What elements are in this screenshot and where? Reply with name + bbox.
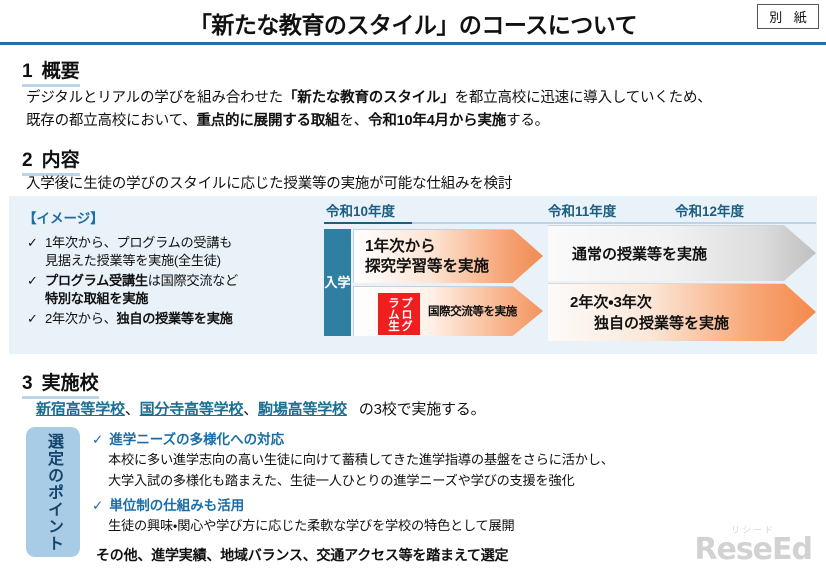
selection-points-label: 選定のポイント	[45, 432, 62, 552]
point-1-title: 進学ニーズの多様化への対応	[109, 432, 285, 447]
s1-l2-d: 令和10年4月から実施	[368, 113, 507, 129]
check-item-line1: は国際交流など	[147, 273, 239, 288]
timeline-axis	[324, 222, 816, 224]
s1-l2-b: 重点的に展開する取組	[196, 113, 340, 129]
check-icon: ✓	[27, 235, 38, 250]
section-3-schools-line: 新宿高等学校、国分寺高等学校、駒場高等学校の3校で実施する。	[36, 398, 486, 419]
check-item-line1: 2年次から、	[45, 311, 117, 326]
section-2-heading: 2 内容	[22, 145, 80, 176]
arrow-exchange-label: 国際交流等を実施	[428, 306, 517, 318]
arrow-year1-inquiry: 1年次から 探究学習等を実施	[353, 229, 543, 283]
arrow-original-line1: 2年次・3年次	[570, 293, 652, 311]
point-2-title: 単位制の仕組みも活用	[109, 498, 245, 513]
s1-l2-e: する。	[506, 113, 549, 129]
arrow-normal-classes: 通常の授業等を実施	[548, 225, 816, 281]
section-3-heading: 3 実施校	[22, 368, 99, 399]
section-1-line-1: デジタルとリアルの学びを組み合わせた「新たな教育のスタイル」を都立高校に迅速に導…	[26, 86, 712, 107]
check-item-line1-strong: プログラム受講生	[45, 273, 148, 288]
reseed-logo-text: ReseEd	[694, 532, 813, 567]
arrow-international-exchange: プログラム生 国際交流等を実施	[353, 286, 543, 336]
school-link-shinjuku[interactable]: 新宿高等学校	[36, 401, 125, 418]
program-badge-col1: プログ	[400, 296, 412, 332]
s1-l2-a: 既存の都立高校において、	[26, 113, 197, 129]
reseed-ruby: リシード	[731, 525, 776, 535]
timeline-axis-active	[324, 222, 412, 224]
section-3-title: 実施校	[41, 373, 99, 394]
school-link-kokubunji[interactable]: 国分寺高等学校	[139, 401, 244, 418]
check-icon: ✓	[27, 311, 38, 326]
header-divider	[0, 42, 826, 45]
check-item-line1-strong: 独自の授業等を実施	[116, 311, 233, 326]
point-1-heading: ✓ 進学ニーズの多様化への対応	[92, 428, 284, 448]
section-1-heading: 1 概要	[22, 56, 80, 87]
point-2-body-line-1: 生徒の興味・関心や学び方に応じた柔軟な学びを学校の特色として展開	[108, 518, 515, 533]
section-3-number: 3	[22, 373, 33, 394]
s1-l1-c: を都立高校に迅速に導入していくため、	[454, 90, 712, 106]
check-item-line2: 見据えた授業等を実施(全生徒)	[45, 253, 221, 268]
check-item-line1: 1年次から、プログラムの受講も	[45, 235, 233, 250]
entry-box: 入学	[324, 229, 351, 336]
program-badge-col2: ラム生	[387, 296, 399, 332]
arrow-original-classes: 2年次・3年次 独自の授業等を実施	[548, 283, 816, 341]
check-icon: ✓	[92, 498, 104, 513]
selection-footer: その他、進学実績、地域バランス、交通アクセス等を踏まえて選定	[96, 547, 509, 563]
arrow-normal-label: 通常の授業等を実施	[572, 246, 708, 263]
section-1-title: 概要	[41, 61, 80, 82]
arrow-year1-line1: 1年次から	[365, 237, 436, 255]
s1-l2-c: を、	[339, 113, 369, 129]
section-2-lead: 入学後に生徒の学びのスタイルに応じた授業等の実施が可能な仕組みを検討	[26, 176, 513, 192]
image-panel-label: 【イメージ】	[23, 211, 104, 226]
check-item: ✓ 1年次から、プログラムの受講も 見据えた授業等を実施(全生徒)	[25, 234, 325, 270]
reseed-watermark: リシード ReseEd	[694, 525, 813, 567]
school-sep-1: 、	[124, 401, 140, 418]
section-1-line-2: 既存の都立高校において、重点的に展開する取組を、令和10年4月から実施する。	[26, 109, 549, 130]
school-suffix: の3校で実施する。	[358, 401, 486, 418]
s1-l1-b: 「新たな教育のスタイル」	[282, 90, 455, 106]
check-item-line2: 特別な取組を実施	[45, 291, 149, 306]
check-item: ✓ 2年次から、独自の授業等を実施	[25, 310, 325, 328]
timeline-diagram: 令和10年度 令和11年度 令和12年度 入学 1年次から 探究学習等を実施 プ…	[320, 200, 820, 355]
section-1-number: 1	[22, 61, 33, 82]
section-2-number: 2	[22, 150, 33, 171]
s1-l1-a: デジタルとリアルの学びを組み合わせた	[26, 90, 283, 106]
program-student-badge: プログラム生	[378, 293, 420, 335]
point-1-body-line-1: 本校に多い進学志向の高い生徒に向けて蓄積してきた進学指導の基盤をさらに活かし、	[108, 452, 614, 467]
selection-points-tab: 選定のポイント	[26, 427, 80, 557]
point-1-body-line-2: 大学入試の多様化も踏まえた、生徒一人ひとりの進学ニーズや学びの支援を強化	[108, 473, 575, 488]
image-check-list: ✓ 1年次から、プログラムの受講も 見据えた授業等を実施(全生徒) ✓ プログラ…	[25, 234, 325, 330]
page-header: 「新たな教育のスタイル」のコースについて 別 紙	[0, 0, 826, 44]
check-icon: ✓	[92, 432, 104, 447]
timeline-year-r10: 令和10年度	[326, 204, 396, 219]
arrow-year1-line2: 探究学習等を実施	[365, 257, 490, 275]
timeline-year-r11: 令和11年度	[548, 204, 617, 219]
check-icon: ✓	[27, 273, 38, 288]
school-sep-2: 、	[243, 401, 259, 418]
page-title: 「新たな教育のスタイル」のコースについて	[188, 12, 638, 38]
school-link-komaba[interactable]: 駒場高等学校	[258, 401, 347, 418]
section-2-title: 内容	[41, 150, 80, 171]
point-2-heading: ✓ 単位制の仕組みも活用	[92, 494, 244, 514]
arrow-original-line2: 独自の授業等を実施	[594, 314, 730, 332]
check-item: ✓ プログラム受講生は国際交流など 特別な取組を実施	[25, 272, 325, 308]
entry-box-label: 入学	[324, 275, 351, 290]
timeline-year-r12: 令和12年度	[675, 204, 745, 219]
besshi-tag: 別 紙	[757, 4, 819, 29]
